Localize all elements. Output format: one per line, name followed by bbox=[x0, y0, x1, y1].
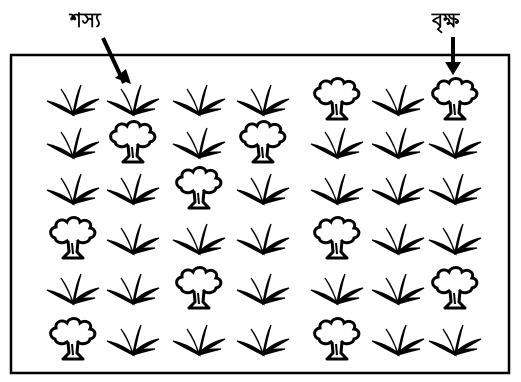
crop-icon bbox=[107, 325, 159, 355]
crop-icon bbox=[311, 274, 363, 304]
crop-icon bbox=[237, 325, 289, 355]
crop-icon bbox=[311, 174, 363, 204]
crop-icon bbox=[237, 224, 289, 254]
tree-icon bbox=[315, 319, 359, 360]
crop-icon bbox=[237, 174, 289, 204]
crop-icon bbox=[372, 325, 424, 355]
crop-icon bbox=[47, 174, 99, 204]
crop-icon bbox=[47, 85, 99, 115]
tree-icon bbox=[433, 79, 477, 120]
crop-icon bbox=[107, 174, 159, 204]
crop-icon bbox=[237, 85, 289, 115]
tree-icon bbox=[177, 268, 221, 309]
crop-icon bbox=[311, 128, 363, 158]
crop-icon bbox=[429, 128, 481, 158]
crop-icon bbox=[372, 224, 424, 254]
crop-arrow bbox=[103, 38, 131, 84]
crop-icon bbox=[372, 274, 424, 304]
tree-icon bbox=[51, 319, 95, 360]
crop-label: শস্য bbox=[68, 8, 102, 32]
crop-icon bbox=[47, 274, 99, 304]
tree-icon bbox=[433, 268, 477, 309]
crop-icon bbox=[173, 224, 225, 254]
tree-icon bbox=[241, 122, 285, 163]
tree-icon bbox=[111, 122, 155, 163]
crop-icon bbox=[173, 128, 225, 158]
tree-icon bbox=[51, 218, 95, 259]
crop-icon bbox=[372, 128, 424, 158]
crop-icon bbox=[107, 274, 159, 304]
crop-icon bbox=[107, 85, 159, 115]
crop-icon bbox=[429, 325, 481, 355]
tree-icon bbox=[315, 79, 359, 120]
crop-icon bbox=[47, 128, 99, 158]
crop-icon bbox=[372, 174, 424, 204]
tree-icon bbox=[315, 218, 359, 259]
tree-label: বৃক্ষ bbox=[431, 8, 460, 33]
crop-icon bbox=[372, 85, 424, 115]
crop-icon bbox=[173, 325, 225, 355]
tree-icon bbox=[177, 168, 221, 209]
crop-icon bbox=[429, 174, 481, 204]
crop-icon bbox=[173, 85, 225, 115]
plant-grid bbox=[47, 79, 481, 360]
crop-icon bbox=[429, 224, 481, 254]
crop-icon bbox=[237, 274, 289, 304]
crop-icon bbox=[107, 224, 159, 254]
